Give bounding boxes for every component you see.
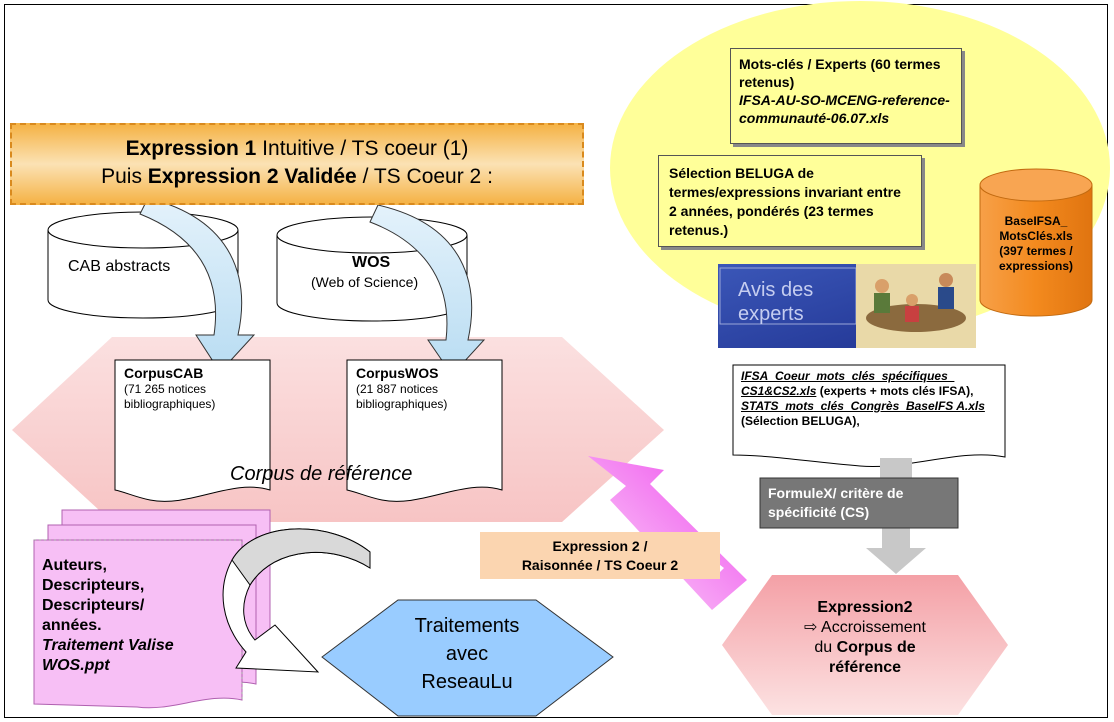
growth-line-2: ⇨ Accroissement — [804, 619, 926, 636]
expression2-label-line-2: Raisonnée / TS Coeur 2 — [521, 557, 679, 573]
file-2-name: STATS_mots_clés_Congrès_BaseIFS A.xls — [741, 399, 985, 413]
orange-cylinder-line-4: expressions) — [998, 259, 1074, 273]
stack-line-5: Traitement Valise — [42, 637, 174, 654]
growth-line-3-pre: du — [814, 639, 837, 656]
wos-database-title: WOS — [352, 254, 391, 271]
stacked-documents — [33, 509, 271, 709]
stack-text: Auteurs, Descripteurs, Descripteurs/ ann… — [42, 556, 174, 676]
files-document — [732, 364, 1006, 467]
experts-photo — [718, 264, 976, 348]
treatment-line-1: Traitements — [414, 615, 520, 637]
orange-cylinder-text: BaseIFSA_ MotsClés.xls (397 termes / exp… — [984, 214, 1088, 274]
stack-line-3: Descripteurs/ — [42, 597, 145, 614]
treatment-line-3: ReseauLu — [421, 671, 513, 693]
experts-caption-line-1: Avis des — [738, 279, 814, 301]
experts-photo-caption: Avis des experts — [738, 278, 813, 326]
stack-line-4: années. — [42, 617, 102, 634]
corpus-cab-title: CorpusCAB — [124, 365, 204, 381]
orange-database-cylinder — [979, 168, 1093, 317]
corpus-hexagon — [12, 337, 664, 522]
experts-caption-line-2: experts — [738, 303, 804, 325]
down-arrow-to-formula — [880, 458, 912, 478]
expression2-label: Expression 2 / Raisonnée / TS Coeur 2 — [480, 537, 720, 575]
experts-note-title: Mots-clés / Experts (60 termes retenus) — [739, 56, 941, 90]
treatment-text: Traitements avec ReseauLu — [398, 612, 536, 696]
corpus-wos-subtitle: (21 887 notices bibliographiques) — [356, 382, 448, 411]
stack-line-6: WOS.ppt — [42, 657, 110, 674]
beluga-selection-note: Sélection BELUGA de termes/expressions i… — [658, 155, 922, 247]
formula-text: FormuleX/ critère de spécificité (CS) — [768, 485, 904, 520]
corpus-cab-subtitle: (71 265 notices bibliographiques) — [124, 382, 216, 411]
expression-header: Expression 1 Intuitive / TS coeur (1) Pu… — [10, 123, 584, 205]
growth-text: Expression2 ⇨ Accroissement du Corpus de… — [772, 598, 958, 678]
expr2-rest: / TS Coeur 2 : — [356, 165, 493, 188]
expr2-bold: Expression 2 Validée — [147, 165, 357, 188]
expression2-label-line-1: Expression 2 / — [552, 538, 648, 554]
corpus-wos-title: CorpusWOS — [356, 365, 439, 381]
corpus-reference-label: Corpus de référence — [230, 463, 413, 485]
treatment-line-2: avec — [445, 643, 489, 665]
orange-cylinder-line-2: MotsClés.xls — [999, 229, 1073, 243]
cab-curved-arrow — [139, 197, 256, 373]
file-1-desc: (experts + mots clés IFSA), — [816, 384, 974, 398]
experts-note-file: IFSA-AU-SO-MCENG-reference-communauté-06… — [739, 92, 950, 126]
growth-line-4: référence — [828, 659, 902, 676]
corpus-cab-document — [114, 359, 271, 502]
growth-line-1: Expression2 — [817, 599, 913, 616]
expr1-bold: Expression 1 — [125, 137, 257, 160]
corpus-wos-document — [346, 359, 503, 502]
growth-line-3-bold: Corpus de — [836, 639, 916, 656]
cab-database-label: CAB abstracts — [68, 258, 171, 275]
wos-curved-arrow — [369, 204, 486, 376]
stack-line-2: Descripteurs, — [42, 577, 145, 594]
expr1-rest: Intuitive / TS coeur (1) — [256, 137, 469, 160]
file-2-desc: (Sélection BELUGA), — [741, 414, 860, 428]
files-document-text: IFSA_Coeur_mots_clés_spécifiques_ CS1&CS… — [741, 369, 1003, 429]
orange-cylinder-line-3: (397 termes / — [999, 244, 1073, 258]
growth-hexagon — [722, 575, 1008, 715]
expression2-label-box — [480, 532, 720, 579]
down-arrow-to-expression2 — [866, 528, 926, 574]
expr2-pre: Puis — [101, 165, 148, 188]
formula-box — [759, 477, 959, 529]
orange-cylinder-line-1: BaseIFSA_ — [1004, 214, 1068, 228]
experts-keywords-note: Mots-clés / Experts (60 termes retenus) … — [730, 48, 962, 144]
wos-database-subtitle: (Web of Science) — [311, 274, 419, 290]
treatment-hexagon — [321, 599, 614, 717]
stack-line-1: Auteurs, — [42, 557, 107, 574]
file-1-name: IFSA_Coeur_mots_clés_spécifiques_ CS1&CS… — [741, 369, 955, 398]
